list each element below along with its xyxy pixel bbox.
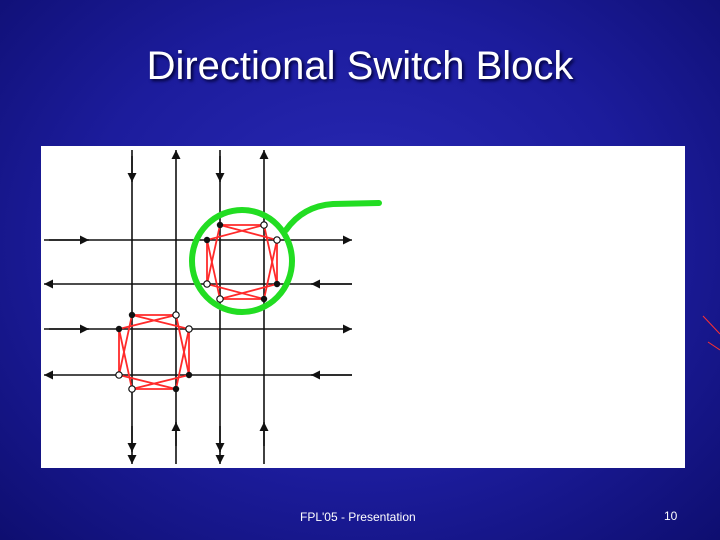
horizontal-wires [44, 235, 352, 380]
highlight-callout-stroke [283, 200, 382, 233]
switch-box-lower-left-pins [115, 311, 193, 393]
highlight-circle [189, 207, 295, 315]
switch-box-upper-right [205, 223, 279, 301]
decorative-red-line [702, 315, 720, 351]
switch-box-lower-left [117, 313, 191, 391]
switch-block-diagram [41, 146, 685, 468]
routing-diagram-svg [44, 150, 382, 464]
footer-text: FPL'05 - Presentation [300, 510, 416, 524]
slide-title: Directional Switch Block [146, 44, 574, 88]
vertical-wires [127, 150, 269, 464]
switch-box-upper-right-pins [203, 221, 281, 303]
page-number: 10 [664, 509, 678, 523]
